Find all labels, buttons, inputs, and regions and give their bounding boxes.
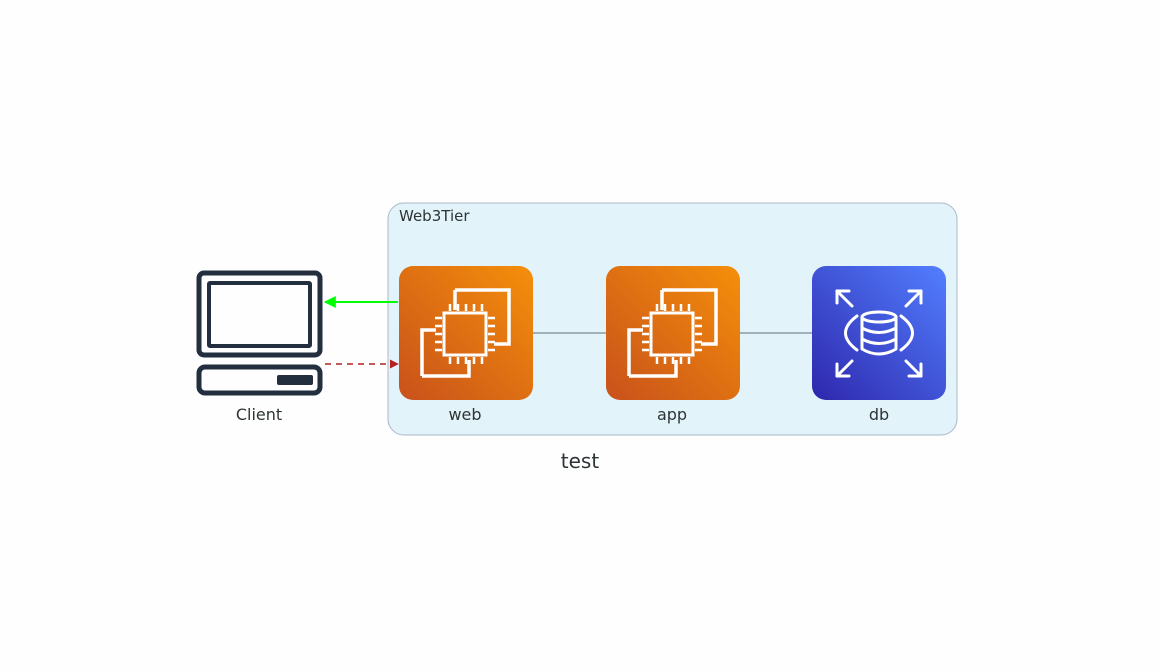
client-computer-icon (196, 270, 323, 396)
rds-database-icon (812, 266, 946, 400)
node-label-db: db (869, 405, 889, 424)
ec2-instance-icon (606, 266, 740, 400)
ec2-instance-icon (399, 266, 533, 400)
node-label-app: app (657, 405, 687, 424)
diagram-title: test (561, 449, 600, 473)
node-label-client: Client (236, 405, 282, 424)
node-web[interactable]: web (399, 266, 533, 424)
node-db[interactable]: db (812, 266, 946, 424)
cluster-label: Web3Tier (399, 207, 470, 225)
node-client[interactable]: Client (196, 270, 323, 424)
node-label-web: web (448, 405, 481, 424)
node-app[interactable]: app (606, 266, 740, 424)
